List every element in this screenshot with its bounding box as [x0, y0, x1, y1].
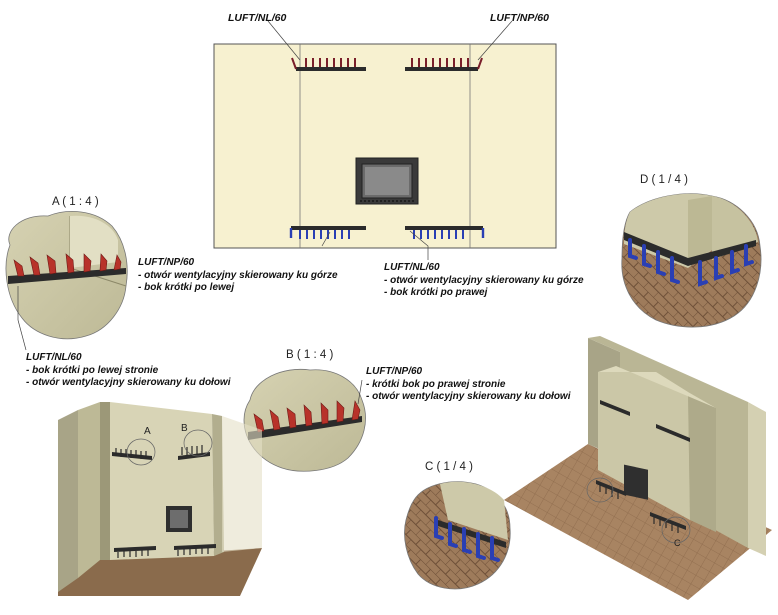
- iso-left-graphic: [58, 402, 262, 596]
- note-line-1: - otwór wentylacyjny skierowany ku górze: [384, 274, 584, 286]
- detail-b-graphic: [243, 368, 366, 472]
- note-line-2: - otwór wentylacyjny skierowany ku dołow…: [366, 391, 571, 402]
- note-line-2: - otwór wentylacyjny skierowany ku dołow…: [26, 377, 231, 388]
- vent-top-left: [291, 57, 366, 71]
- label-luft-np-60-top: LUFT/NP/60: [490, 12, 549, 24]
- detail-c-title: C ( 1 / 4 ): [425, 461, 473, 473]
- detail-a-graphic: [5, 211, 128, 351]
- detail-c-graphic: [404, 481, 511, 590]
- note-line-1: - krótki bok po prawej stronie: [366, 378, 506, 390]
- detail-d-title: D ( 1 / 4 ): [640, 174, 688, 186]
- note-part-name: LUFT/NL/60: [384, 262, 440, 273]
- label-luft-nl-60-top: LUFT/NL/60: [228, 12, 287, 24]
- detail-a-red-vents: [13, 253, 122, 277]
- iso-marker-b: B: [181, 423, 188, 434]
- note-line-1: - otwór wentylacyjny skierowany ku górze: [138, 269, 338, 281]
- note-line-2: - bok krótki po prawej: [384, 287, 488, 298]
- note-part-name: LUFT/NP/60: [366, 366, 423, 377]
- iso-right-graphic: [504, 336, 772, 600]
- detail-a-right-note: LUFT/NP/60 - otwór wentylacyjny skierowa…: [138, 257, 338, 295]
- detail-b-note: LUFT/NP/60 - krótki bok po prawej stroni…: [366, 366, 571, 404]
- vent-top-right: [405, 57, 483, 71]
- fireplace-door: [355, 157, 419, 205]
- front-view: [213, 20, 557, 260]
- front-wall-panel: [213, 43, 557, 249]
- front-leaders: [267, 20, 513, 260]
- iso-marker-c: C: [674, 538, 681, 548]
- detail-b-title: B ( 1 : 4 ): [286, 349, 334, 361]
- detail-a-title: A ( 1 : 4 ): [52, 196, 99, 208]
- detail-c-blue-vents: [434, 516, 500, 562]
- detail-b-red-vents: [253, 400, 361, 433]
- detail-d-graphic: [621, 193, 762, 328]
- note-line-1: - bok krótki po lewej stronie: [26, 364, 159, 376]
- vent-bottom-left: [289, 226, 366, 239]
- front-bottom-note: LUFT/NL/60 - otwór wentylacyjny skierowa…: [384, 262, 584, 300]
- note-part-name: LUFT/NP/60: [138, 257, 195, 268]
- note-line-2: - bok krótki po lewej: [138, 282, 235, 293]
- detail-a-bottom-note: LUFT/NL/60 - bok krótki po lewej stronie…: [26, 352, 231, 390]
- detail-d-blue-vents: [628, 238, 754, 287]
- iso-marker-a: A: [144, 426, 151, 437]
- note-part-name: LUFT/NL/60: [26, 352, 82, 363]
